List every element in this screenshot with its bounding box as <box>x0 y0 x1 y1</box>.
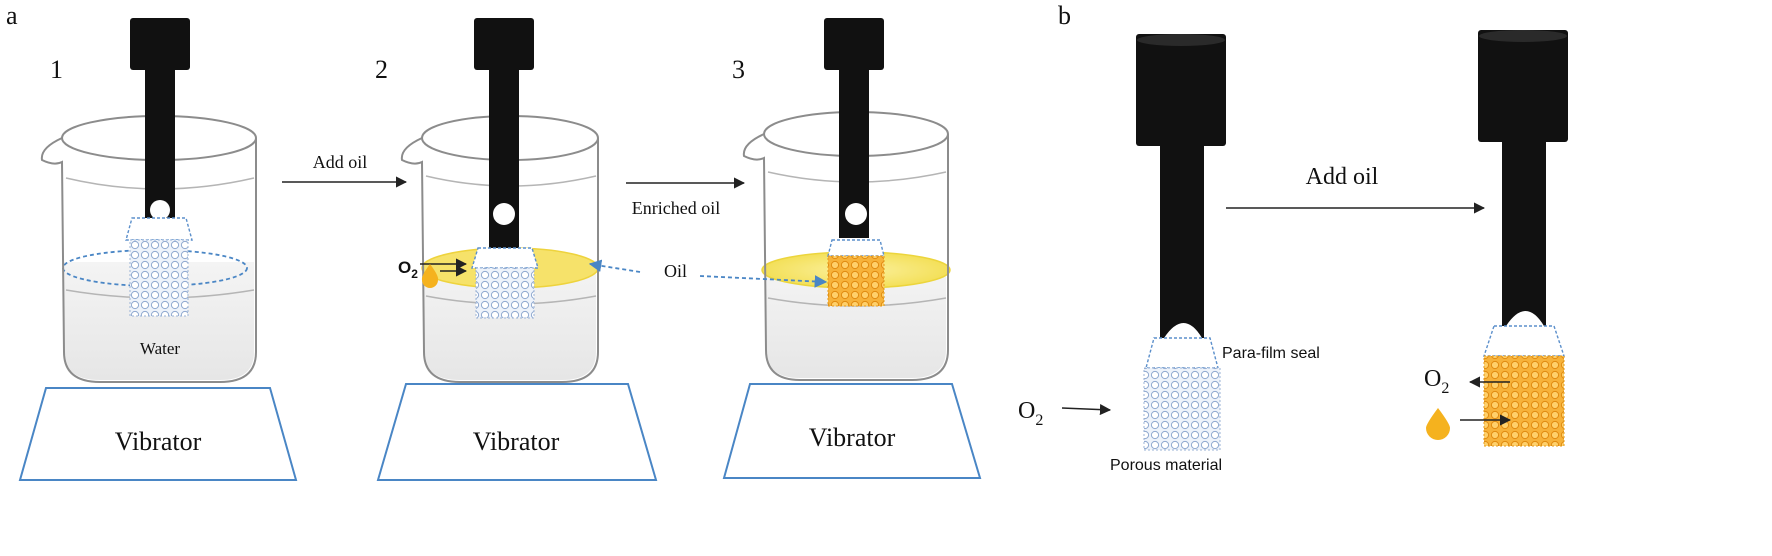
beaker-glass <box>742 133 949 381</box>
parafilm-seal <box>1145 337 1219 369</box>
beaker-3 <box>699 18 951 381</box>
step-number-1: 1 <box>50 55 63 84</box>
parafilm-seal <box>125 217 193 241</box>
porous-material-label: Porous material <box>1110 457 1222 474</box>
probe-hole <box>493 203 515 225</box>
o2-label: O2 <box>398 258 418 281</box>
vibrator-plate <box>376 383 658 481</box>
beaker-glass <box>40 137 257 383</box>
panel-label-a: a <box>6 1 18 30</box>
oil-label: Oil <box>664 261 687 281</box>
vibrator-plate <box>722 383 982 479</box>
probe-head <box>824 18 884 70</box>
add-oil-label-a: Add oil <box>313 152 368 172</box>
beaker-1: Water <box>40 18 257 383</box>
probe-top <box>1479 30 1567 42</box>
probe-hole <box>1506 311 1544 326</box>
add-oil-label-b: Add oil <box>1306 164 1379 190</box>
step-number-2: 2 <box>375 55 388 84</box>
porous-material <box>475 267 535 319</box>
oil-droplet-icon <box>421 264 439 288</box>
panel-label-b: b <box>1058 1 1071 30</box>
vibrator-label: Vibrator <box>115 427 202 456</box>
beaker-glass <box>400 137 599 383</box>
o2-label: O2 <box>1018 398 1043 429</box>
probe-hole <box>845 203 867 225</box>
vibrator-label: Vibrator <box>473 427 560 456</box>
step-number-3: 3 <box>732 55 745 84</box>
vibrator-plate <box>18 387 298 481</box>
porous-material <box>129 239 189 317</box>
enriched-oil-label: Enriched oil <box>632 198 720 218</box>
porous-material-saturated <box>827 255 885 307</box>
parafilm-seal <box>471 247 539 269</box>
probe-rod <box>1502 142 1546 326</box>
vibrator-label: Vibrator <box>809 423 896 452</box>
oil-droplet-icon <box>1426 408 1450 440</box>
vibrator-2: Vibrator <box>376 383 658 481</box>
vibrator-3: Vibrator <box>722 383 982 479</box>
water-body <box>766 268 946 378</box>
vibrator-1: Vibrator <box>18 387 298 481</box>
probe-head <box>130 18 190 70</box>
oil-pointer-arrow <box>588 259 641 273</box>
panel-b-probe-before: Para-film seal Porous material O2 <box>1018 34 1320 474</box>
probe-head <box>1478 30 1568 142</box>
porous-material <box>1143 367 1221 451</box>
probe-hole <box>150 200 170 220</box>
oil-pointer-arrow <box>699 275 828 288</box>
probe-rod <box>1160 146 1204 338</box>
probe-top <box>1137 34 1225 46</box>
probe-head <box>1136 34 1226 146</box>
arrow-o2-in <box>1061 403 1112 416</box>
porous-material-saturated <box>1483 355 1565 447</box>
probe-hole <box>1164 323 1202 338</box>
probe-rod <box>145 70 175 220</box>
parafilm-seal <box>1483 325 1565 357</box>
panel-b-probe-after: O2 <box>1424 30 1568 447</box>
parafilm-seal <box>827 239 885 257</box>
water-body <box>424 262 596 380</box>
probe-head <box>474 18 534 70</box>
para-film-seal-label: Para-film seal <box>1222 345 1320 362</box>
o2-label: O2 <box>1424 366 1449 397</box>
water-body <box>64 262 254 380</box>
water-label: Water <box>140 339 180 358</box>
beaker-2: O2 Oil <box>398 18 687 383</box>
